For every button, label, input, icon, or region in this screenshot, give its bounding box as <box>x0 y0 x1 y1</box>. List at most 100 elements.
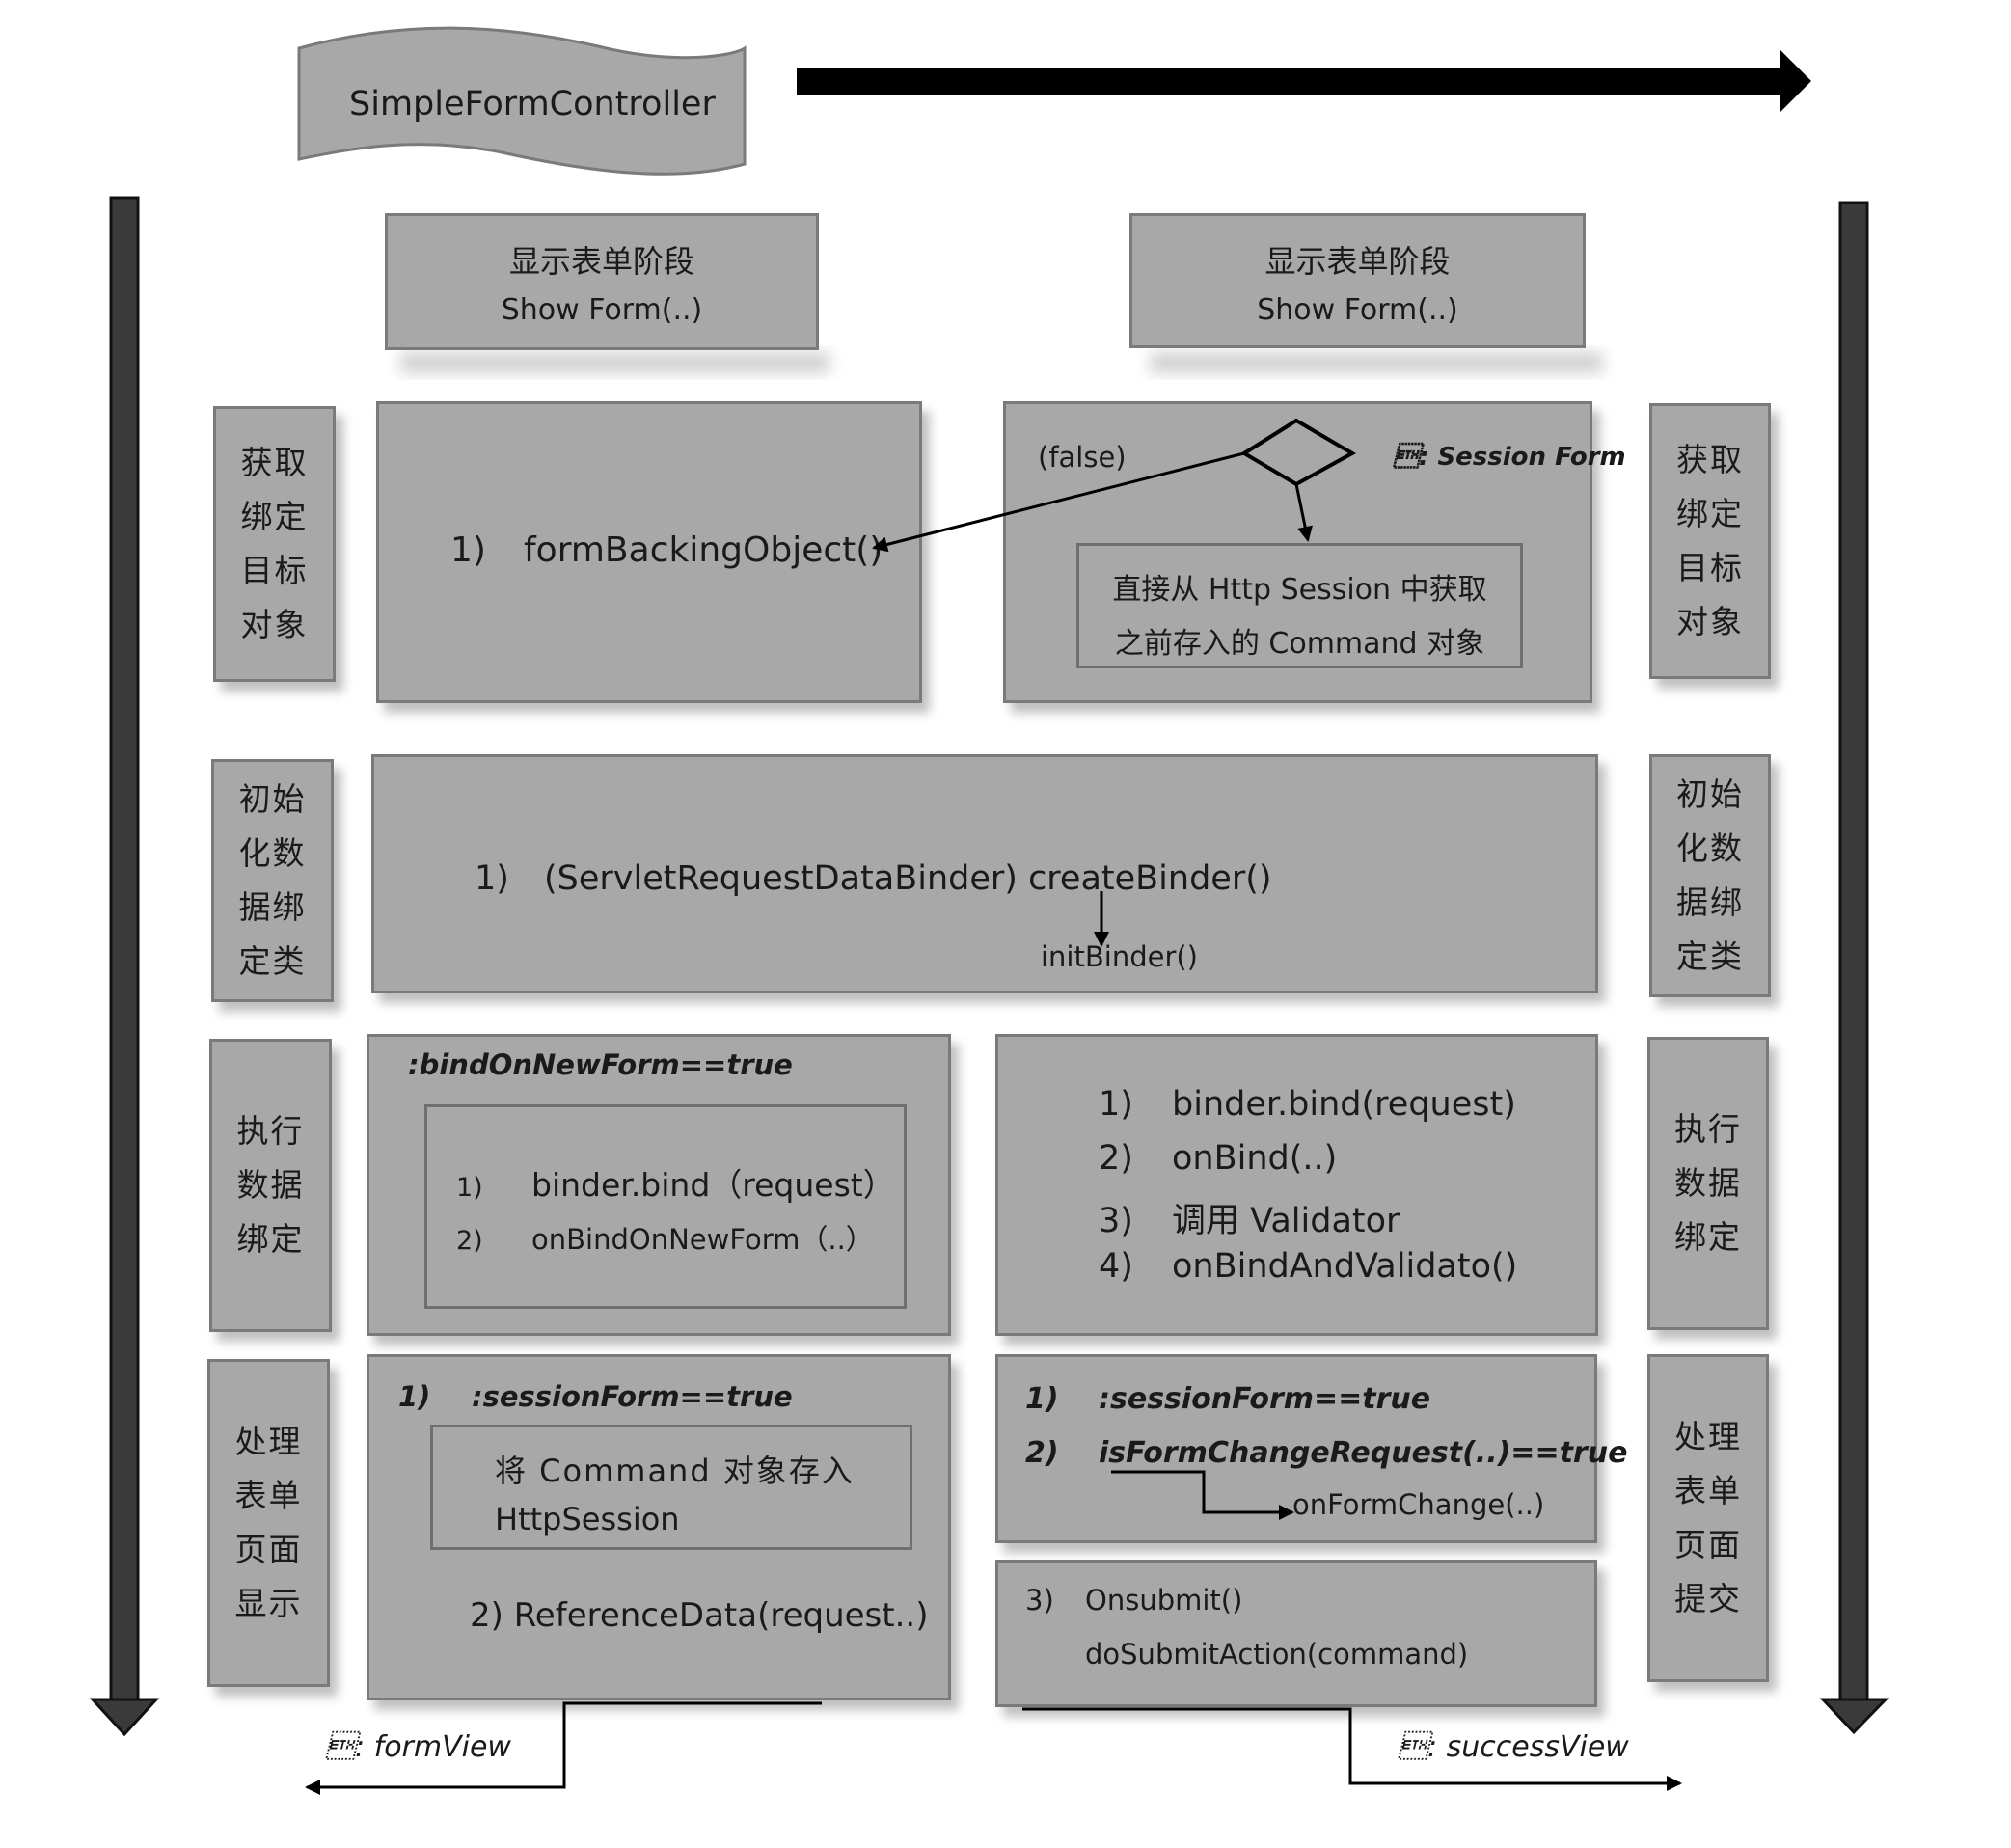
side-label-line: 数据 <box>1674 1164 1742 1202</box>
side-label-right-init-binder: 初始 化数 据绑 定类 <box>1649 754 1771 997</box>
validate-step: 4)onBindAndValidato() <box>1099 1247 1517 1286</box>
side-label-line: 化数 <box>238 834 307 872</box>
init-binder-label: initBinder() <box>1041 940 1198 973</box>
stage-shadow-right <box>1150 352 1603 373</box>
side-label-line: 页面 <box>234 1531 303 1568</box>
side-label-line: 执行 <box>236 1112 305 1150</box>
diagram-title: SimpleFormController <box>349 85 716 123</box>
side-label-line: 化数 <box>1676 829 1744 867</box>
condition-text: isFormChangeRequest(..)==true <box>1099 1436 1628 1470</box>
step-number: 1) <box>1025 1382 1059 1416</box>
step-number: 2) <box>1025 1436 1059 1470</box>
side-label-line: 获取 <box>1676 441 1744 478</box>
side-label-line: 初始 <box>1676 775 1744 813</box>
side-label-line: 获取 <box>240 444 309 481</box>
side-label-line: 显示 <box>234 1585 303 1622</box>
top-flow-arrow <box>797 50 1811 112</box>
step-number: 1) <box>398 1380 431 1413</box>
session-store-box: 1) :sessionForm==true 将 Command 对象存入 Http… <box>367 1354 951 1700</box>
step-number: 1) <box>475 859 509 898</box>
session-form-condition: : Session Form <box>1394 443 1626 472</box>
side-label-line: 表单 <box>1674 1472 1742 1509</box>
side-label-line: 据绑 <box>238 888 307 926</box>
false-branch-label: (false) <box>1038 441 1127 474</box>
side-label-line: 定类 <box>238 942 307 980</box>
side-label-line: 绑定 <box>236 1220 305 1258</box>
form-backing-object-step: 1)formBackingObject() <box>450 530 883 570</box>
form-backing-object-box: 1)formBackingObject() <box>376 401 922 703</box>
side-label-right-bind: 执行 数据 绑定 <box>1647 1037 1769 1330</box>
side-label-left-show-form: 处理 表单 页面 显示 <box>207 1359 330 1687</box>
false-branch-arrow <box>872 451 1245 553</box>
side-label-line: 处理 <box>1674 1418 1742 1455</box>
success-view-label: : successView <box>1399 1730 1629 1764</box>
form-view-arrow <box>305 1701 822 1795</box>
side-label-line: 绑定 <box>1676 495 1744 532</box>
step-text: (ServletRequestDataBinder) createBinder(… <box>544 859 1272 898</box>
bind-step: 2)onBindOnNewForm（..） <box>456 1217 874 1258</box>
step-number: 2) <box>1099 1139 1133 1178</box>
step-number: 2) <box>456 1226 483 1256</box>
bind-on-new-form-condition: :bindOnNewForm==true <box>408 1048 793 1081</box>
side-label-right-get-target: 获取 绑定 目标 对象 <box>1649 403 1771 679</box>
stage-shadow-left <box>400 352 829 373</box>
stage-left-title-en: Show Form(..) <box>501 293 703 327</box>
session-command-line1: 直接从 Http Session 中获取 <box>1112 573 1487 607</box>
side-label-line: 初始 <box>238 780 307 818</box>
stage-box-left: 显示表单阶段 Show Form(..) <box>385 213 819 350</box>
on-submit-number: 3) <box>1025 1584 1054 1617</box>
session-command-line2: 之前存入的 Command 对象 <box>1114 627 1485 661</box>
store-command-line2: HttpSession <box>495 1501 680 1537</box>
side-label-line: 表单 <box>234 1477 303 1514</box>
side-label-line: 执行 <box>1674 1110 1742 1148</box>
side-label-line: 目标 <box>1676 549 1744 586</box>
on-submit-box: 3) Onsubmit() doSubmitAction(command) <box>995 1560 1597 1707</box>
left-vertical-arrow <box>89 196 160 1737</box>
create-binder-box: 1) (ServletRequestDataBinder) createBinde… <box>371 754 1598 993</box>
step-text: onBindAndValidato() <box>1172 1247 1518 1286</box>
stage-left-title-cn: 显示表单阶段 <box>508 243 694 280</box>
side-label-line: 目标 <box>240 552 309 589</box>
bind-and-validate-box: 1)binder.bind(request) 2)onBind(..) 3)调用… <box>995 1034 1598 1336</box>
session-store-condition: 1) :sessionForm==true <box>398 1380 793 1413</box>
right-vertical-arrow <box>1819 201 1889 1735</box>
condition-text: :sessionForm==true <box>472 1380 793 1413</box>
session-command-box: 直接从 Http Session 中获取 之前存入的 Command 对象 <box>1076 543 1523 668</box>
validate-step: 3) 调用 Validator <box>1099 1193 1400 1242</box>
stage-right-title-en: Show Form(..) <box>1257 293 1458 327</box>
side-label-left-init-binder: 初始 化数 据绑 定类 <box>211 759 334 1002</box>
stage-right-title-cn: 显示表单阶段 <box>1264 243 1451 280</box>
validate-step: 2) onBind(..) <box>1099 1139 1337 1178</box>
side-label-line: 对象 <box>240 606 309 643</box>
form-view-label: : formView <box>326 1730 511 1764</box>
side-label-line: 绑定 <box>1674 1218 1742 1256</box>
side-label-line: 绑定 <box>240 498 309 535</box>
side-label-line: 对象 <box>1676 603 1744 640</box>
form-change-condition-1: 1):sessionForm==true <box>1025 1382 1430 1416</box>
step-text: binder.bind（request） <box>531 1166 895 1204</box>
step-text: onBind(..) <box>1172 1139 1338 1178</box>
side-label-line: 页面 <box>1674 1526 1742 1563</box>
side-label-line: 数据 <box>236 1166 305 1204</box>
side-label-line: 据绑 <box>1676 883 1744 921</box>
step-text: formBackingObject() <box>524 530 883 570</box>
side-label-left-bind: 执行 数据 绑定 <box>209 1039 332 1332</box>
on-submit-line2: doSubmitAction(command) <box>1085 1638 1469 1671</box>
create-binder-step: 1) (ServletRequestDataBinder) createBinde… <box>475 859 1272 898</box>
step-text: 调用 Validator <box>1172 1202 1400 1240</box>
success-view-arrow <box>1022 1707 1682 1791</box>
bind-on-new-form-steps-box: 1)binder.bind（request） 2)onBindOnNewForm… <box>424 1104 907 1309</box>
form-change-box: 1):sessionForm==true 2) isFormChangeReque… <box>995 1354 1627 1543</box>
step-number: 3) <box>1099 1202 1133 1240</box>
side-label-left-get-target: 获取 绑定 目标 对象 <box>213 406 336 682</box>
form-change-arrow <box>1111 1470 1294 1520</box>
store-command-line1: 将 Command 对象存入 <box>495 1453 855 1489</box>
bind-on-new-form-box: :bindOnNewForm==true 1)binder.bind（reque… <box>367 1034 951 1336</box>
side-label-line: 处理 <box>234 1423 303 1460</box>
step-text: binder.bind(request) <box>1172 1085 1516 1124</box>
session-form-box: (false) : Session Form 直接从 Http Session… <box>1003 401 1626 703</box>
side-label-line: 定类 <box>1676 938 1744 975</box>
decision-diamond <box>1240 418 1357 487</box>
